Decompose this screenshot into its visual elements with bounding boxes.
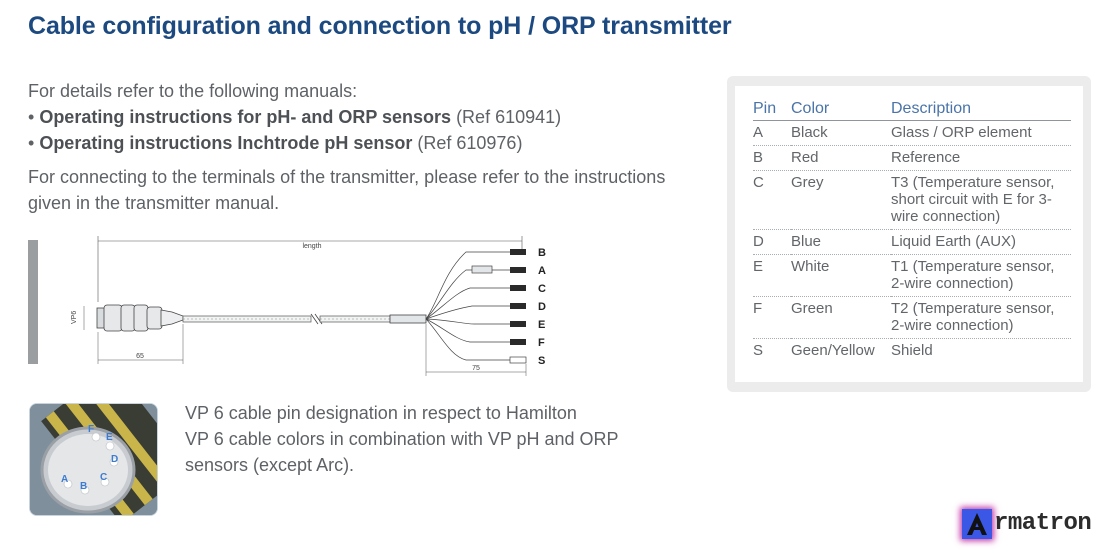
- pin-label: C: [100, 472, 107, 483]
- pin-label: F: [88, 424, 94, 435]
- pin-labels: F E D C B A: [61, 424, 118, 492]
- strain-relief: [160, 309, 184, 327]
- table-row: C Grey T3 (Temperature sensor, short cir…: [753, 170, 1071, 230]
- manual-title: Operating instructions Inchtrode pH sens…: [39, 133, 413, 153]
- dim-75-label: 75: [472, 365, 480, 372]
- cell-color: Black: [791, 120, 891, 146]
- wire-label: E: [538, 319, 545, 331]
- cell-description: T3 (Temperature sensor, short circuit wi…: [891, 170, 1071, 230]
- header-color: Color: [791, 100, 891, 121]
- cell-color: Grey: [791, 170, 891, 230]
- manual-title: Operating instructions for pH- and ORP s…: [39, 107, 452, 127]
- cell-description: Liquid Earth (AUX): [891, 229, 1071, 255]
- connector-photo: F E D C B A: [29, 403, 158, 516]
- cell-description: T2 (Temperature sensor, 2-wire connectio…: [891, 296, 1071, 339]
- cell-color: Green: [791, 296, 891, 339]
- length-label: length: [302, 243, 321, 250]
- cell-pin: D: [753, 229, 791, 255]
- cable-diagram: length VP6 B A C D E F S 65: [71, 236, 546, 376]
- wire-label: D: [538, 301, 546, 313]
- table-row: B Red Reference: [753, 145, 1071, 171]
- cell-description: T1 (Temperature sensor, 2-wire connectio…: [891, 254, 1071, 297]
- brand-logo: rmatron: [962, 507, 1092, 540]
- pin-table-panel: Pin Color Description A Black Glass / OR…: [727, 76, 1091, 392]
- header-pin: Pin: [753, 100, 791, 121]
- manual-ref: (Ref 610941): [456, 107, 562, 127]
- dim-65-label: 65: [136, 353, 144, 360]
- cell-description: Glass / ORP element: [891, 120, 1071, 146]
- wire-label: C: [538, 283, 546, 295]
- cell-color: Red: [791, 145, 891, 171]
- pin-label: D: [111, 454, 118, 465]
- connector-body: [103, 304, 123, 332]
- wire-sleeve: [471, 265, 493, 274]
- cable: [319, 315, 391, 323]
- cell-pin: E: [753, 254, 791, 297]
- table-row: F Green T2 (Temperature sensor, 2-wire c…: [753, 296, 1071, 339]
- connector-body: [133, 304, 149, 332]
- logo-text: rmatron: [994, 510, 1092, 537]
- cell-description: Reference: [891, 145, 1071, 171]
- cable-sleeve: [389, 314, 427, 324]
- page-title: Cable configuration and connection to pH…: [28, 12, 732, 40]
- cell-color: Blue: [791, 229, 891, 255]
- table-row: A Black Glass / ORP element: [753, 120, 1071, 146]
- header-description: Description: [891, 100, 1071, 121]
- pin-label: A: [61, 474, 68, 485]
- side-accent-bar: [28, 240, 38, 364]
- table-header-row: Pin Color Description: [753, 100, 1071, 121]
- cell-pin: F: [753, 296, 791, 339]
- cell-color: Geen/Yellow: [791, 342, 875, 359]
- cell-description: Shield: [891, 342, 933, 359]
- cell-pin: B: [753, 145, 791, 171]
- wire-labels: B A C D E F S: [538, 247, 546, 367]
- cell-pin: A: [753, 120, 791, 146]
- pin-table-card: Pin Color Description A Black Glass / OR…: [735, 86, 1083, 382]
- manual-bullet: • Operating instructions for pH- and ORP…: [28, 107, 562, 127]
- cell-pin: C: [753, 170, 791, 230]
- logo-mark: [962, 508, 992, 539]
- cable-break: [310, 313, 319, 325]
- cell-color: White: [791, 254, 891, 297]
- connector-body: [120, 304, 136, 332]
- pin-label: E: [106, 432, 113, 443]
- wire-label: B: [538, 247, 546, 259]
- cell-pin: S: [753, 342, 764, 359]
- table-row: D Blue Liquid Earth (AUX): [753, 229, 1071, 255]
- connect-note: For connecting to the terminals of the t…: [28, 167, 666, 213]
- wire-bundle: [425, 251, 510, 361]
- connector-body: [146, 306, 163, 330]
- pin-holes: [63, 432, 119, 495]
- manual-bullet: • Operating instructions Inchtrode pH se…: [28, 133, 523, 153]
- caption-line: VP 6 cable colors in combination with VP…: [185, 429, 619, 475]
- wire-label: S: [538, 355, 545, 367]
- wire-terminals: [509, 249, 527, 364]
- table-row: E White T1 (Temperature sensor, 2-wire c…: [753, 254, 1071, 297]
- pin-table: Pin Color Description A Black Glass / OR…: [753, 100, 1071, 363]
- photo-caption: VP 6 cable pin designation in respect to…: [185, 400, 655, 478]
- manual-ref: (Ref 610976): [417, 133, 523, 153]
- logo-a-icon: [967, 512, 987, 535]
- vp6-label: VP6: [71, 311, 78, 324]
- caption-line: VP 6 cable pin designation in respect to…: [185, 403, 577, 423]
- table-row: S Geen/Yellow Shield: [753, 339, 1071, 364]
- pin-label: B: [80, 481, 87, 492]
- wire-label: A: [538, 265, 546, 277]
- wire-label: F: [538, 337, 545, 349]
- intro-block: For details refer to the following manua…: [28, 78, 668, 216]
- connector-face-inner: [48, 434, 128, 506]
- intro-lead: For details refer to the following manua…: [28, 81, 358, 101]
